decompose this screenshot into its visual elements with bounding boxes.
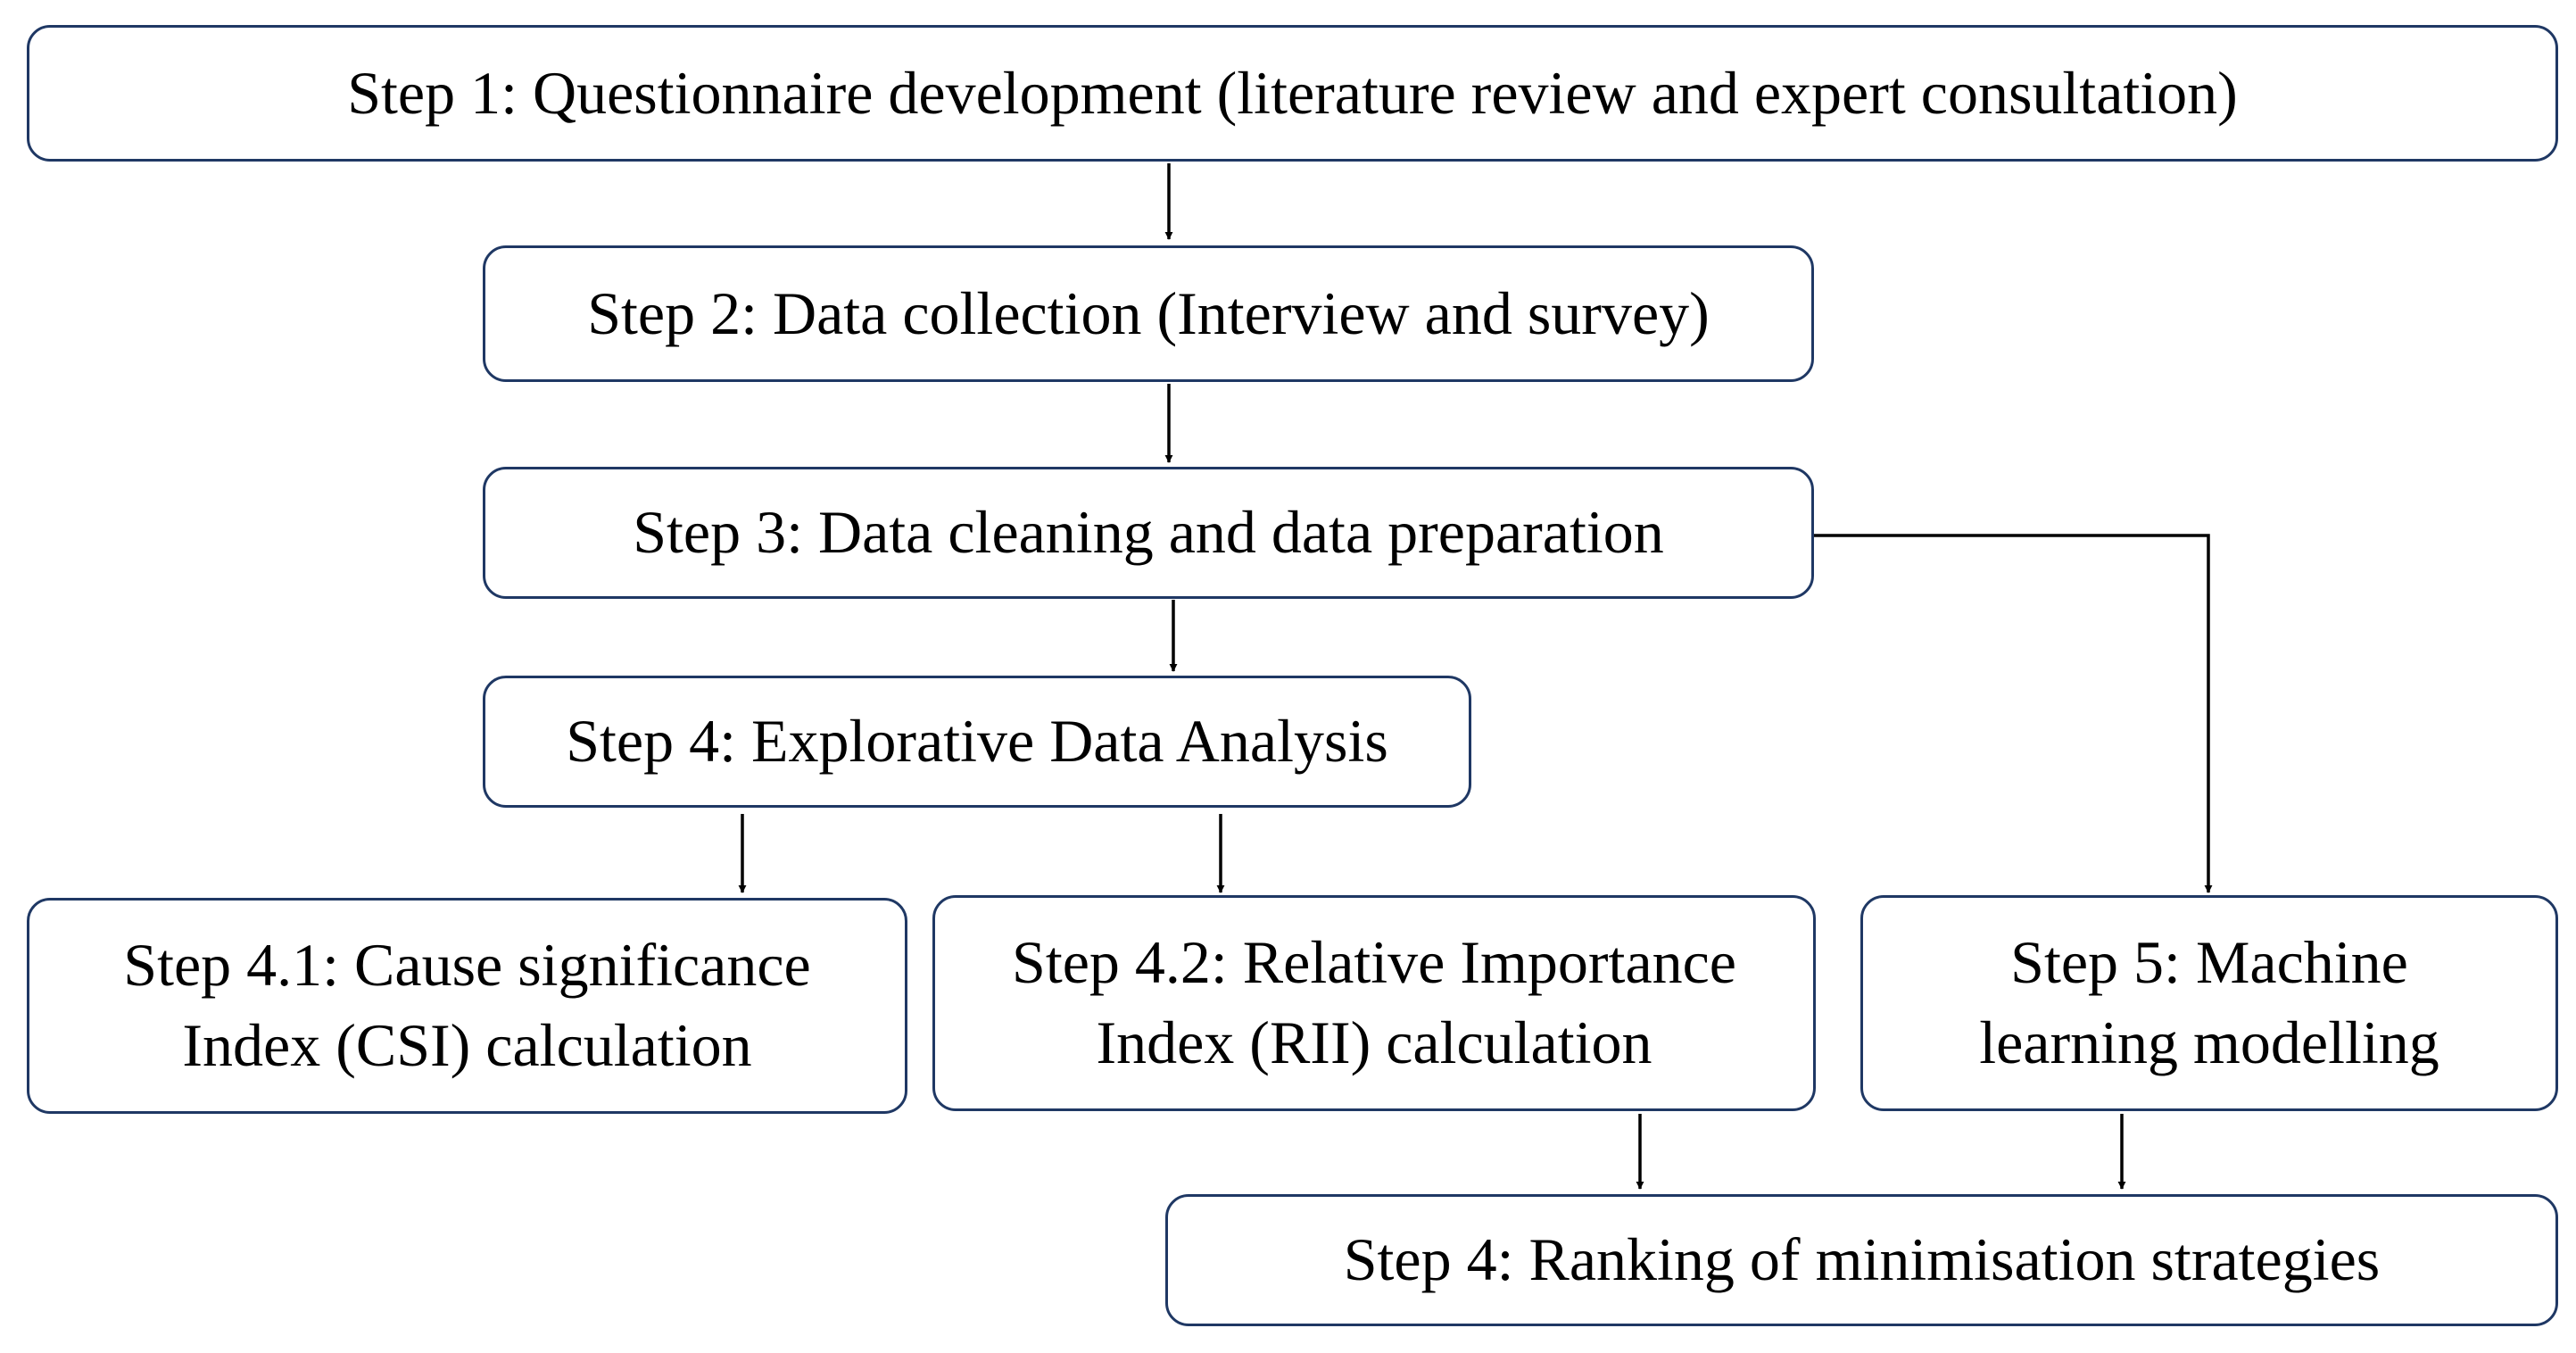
step-5-label-line1: Step 5: Machine bbox=[2010, 928, 2408, 997]
arrow-step3-to-step5 bbox=[1811, 534, 2213, 893]
step-4-1-box: Step 4.1: Cause significance Index (CSI)… bbox=[27, 898, 907, 1114]
step-4-1-label-line2: Index (CSI) calculation bbox=[182, 1011, 752, 1079]
step-2-box: Step 2: Data collection (Interview and s… bbox=[483, 245, 1814, 382]
step-4-box: Step 4: Explorative Data Analysis bbox=[483, 676, 1471, 808]
step-4-2-label-line1: Step 4.2: Relative Importance bbox=[1012, 928, 1736, 997]
step-4-1-label-line1: Step 4.1: Cause significance bbox=[123, 931, 811, 1000]
ranking-step-label: Step 4: Ranking of minimisation strategi… bbox=[1343, 1225, 2381, 1294]
ranking-step-box: Step 4: Ranking of minimisation strategi… bbox=[1165, 1194, 2558, 1326]
step-3-label: Step 3: Data cleaning and data preparati… bbox=[633, 498, 1664, 567]
step-2-label: Step 2: Data collection (Interview and s… bbox=[587, 278, 1710, 347]
step-4-label: Step 4: Explorative Data Analysis bbox=[566, 707, 1388, 776]
step-1-label: Step 1: Questionnaire development (liter… bbox=[347, 58, 2238, 127]
step-4-2-box: Step 4.2: Relative Importance Index (RII… bbox=[932, 895, 1816, 1111]
step-1-box: Step 1: Questionnaire development (liter… bbox=[27, 25, 2558, 162]
step-5-box: Step 5: Machine learning modelling bbox=[1860, 895, 2558, 1111]
step-5-label-line2: learning modelling bbox=[1979, 1009, 2439, 1076]
step-4-2-label-line2: Index (RII) calculation bbox=[1096, 1009, 1652, 1076]
step-3-box: Step 3: Data cleaning and data preparati… bbox=[483, 467, 1814, 599]
